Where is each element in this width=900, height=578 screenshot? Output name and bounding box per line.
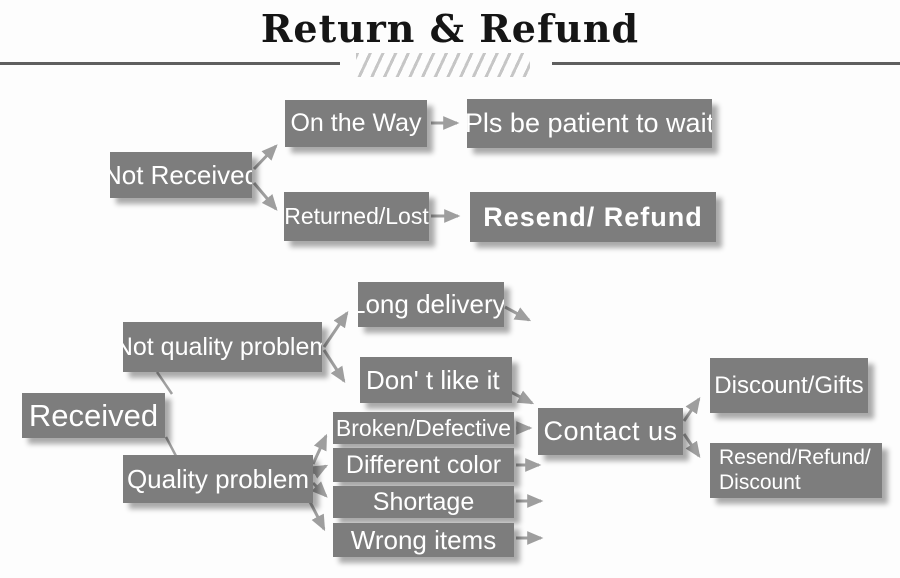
arrow-quality-different	[310, 464, 329, 479]
arrow-notquality-longdelivery	[322, 311, 349, 348]
node-long-delivery: Long delivery	[358, 282, 504, 327]
title-rule-right	[552, 62, 900, 65]
arrow-quality-wrongitems	[306, 497, 326, 532]
line-received-quality	[164, 436, 178, 457]
arrow-notquality-dontlike	[322, 349, 346, 384]
node-not-received: Not Received	[110, 152, 252, 198]
title-rule-left	[0, 62, 340, 65]
node-pls-be-patient: Pls be patient to wait	[467, 99, 712, 148]
arrow-quality-broken	[311, 433, 328, 465]
node-discount-gifts: Discount/Gifts	[710, 358, 868, 413]
arrow-contactus-discountgifts	[682, 397, 701, 422]
arrow-notreceived-ontheway	[252, 144, 278, 171]
node-broken-defective: Broken/Defective	[333, 412, 514, 444]
node-shortage: Shortage	[333, 486, 514, 518]
node-not-quality-problem: Not quality problem	[123, 322, 322, 372]
arrow-notreceived-returnedlost	[252, 182, 278, 211]
page-title: Return & Refund	[260, 6, 640, 51]
node-returned-lost: Returned/Lost	[284, 192, 429, 241]
node-resend-refund: Resend/ Refund	[470, 192, 716, 242]
node-contact-us: Contact us	[538, 408, 683, 455]
arrow-quality-shortage	[311, 481, 328, 498]
hatch-stripes-decoration	[356, 53, 530, 77]
node-different-color: Different color	[333, 448, 514, 482]
node-on-the-way: On the Way	[285, 100, 427, 147]
line-received-notquality	[155, 371, 174, 395]
node-wrong-items: Wrong items	[333, 523, 514, 557]
arrow-contactus-rrd	[682, 433, 701, 458]
arrow-longdelivery-out	[504, 305, 532, 322]
node-resend-refund-discount: Resend/Refund/ Discount	[710, 443, 882, 498]
node-quality-problem: Quality problem	[123, 455, 313, 503]
node-dont-like-it: Don' t like it	[360, 357, 512, 403]
node-received: Received	[22, 393, 165, 438]
